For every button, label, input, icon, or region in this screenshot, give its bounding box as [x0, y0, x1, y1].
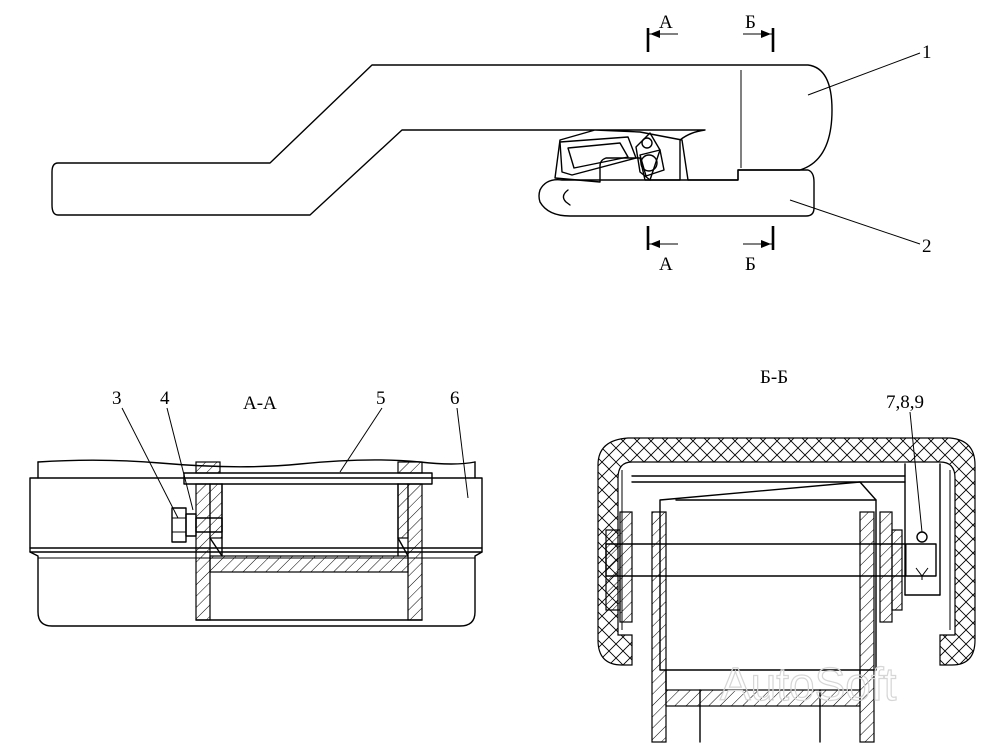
section-mark-a-top: А [659, 12, 673, 33]
section-title-a-a: А-А [243, 393, 277, 414]
section-mark-b-top: Б [745, 12, 756, 33]
section-mark-b-bottom: Б [745, 254, 756, 275]
callout-4: 4 [160, 388, 170, 409]
watermark: AutoSoft [720, 658, 897, 710]
section-marks-top: А Б [646, 12, 775, 52]
callout-1: 1 [807, 42, 932, 96]
callout-3: 3 [112, 388, 122, 409]
svg-text:1: 1 [922, 42, 932, 63]
section-title-b-b: Б-Б [760, 367, 788, 388]
callout-6: 6 [450, 388, 460, 409]
section-mark-a-bottom: А [659, 254, 673, 275]
section-a-a: А-А 3 [29, 388, 483, 627]
callout-7-8-9: 7,8,9 [886, 392, 924, 413]
callout-2: 2 [789, 199, 932, 257]
callout-5: 5 [376, 388, 386, 409]
section-b-b: Б-Б 7,8,9 [597, 367, 976, 743]
svg-text:2: 2 [922, 236, 932, 257]
base-part-2 [538, 169, 815, 217]
section-marks-bottom: А Б [646, 226, 775, 275]
handle-part-1 [51, 64, 833, 216]
pawl-mechanism [559, 132, 665, 181]
